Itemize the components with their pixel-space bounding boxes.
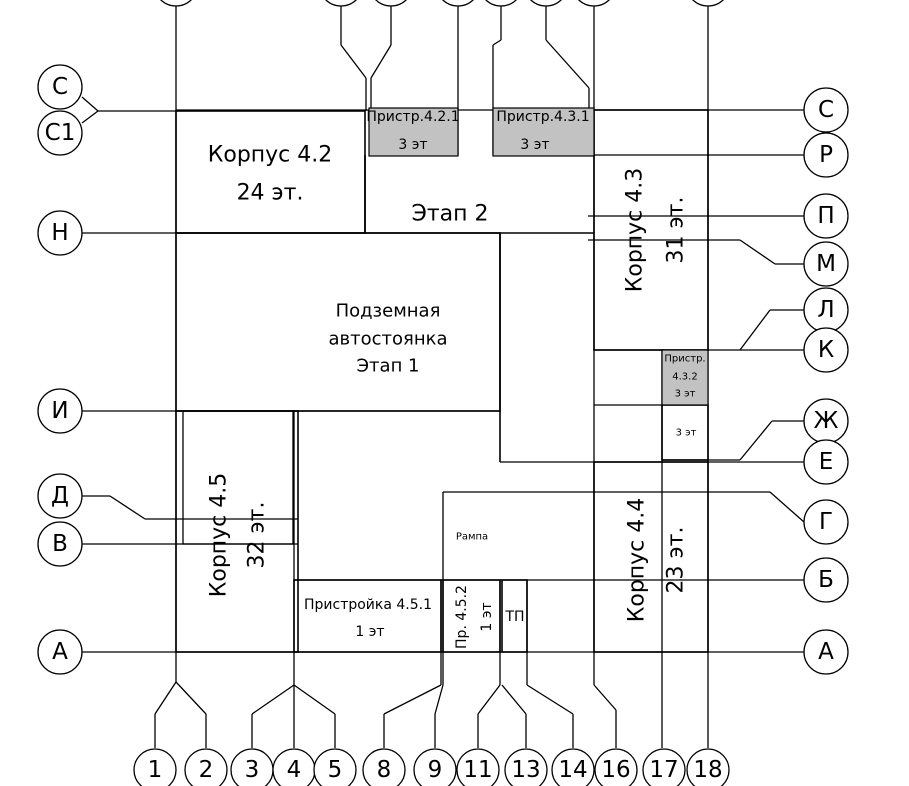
pristr-4-2-1-name: Пристр.4.2.1 xyxy=(366,109,459,125)
pristr-4-3-2-fill xyxy=(661,349,709,406)
korpus-4-3-name: Корпус 4.3 xyxy=(623,168,648,293)
left-axis-bubbles: С С1 Н И Д В А xyxy=(37,64,83,675)
pristr-4-3-1-fill xyxy=(492,107,595,157)
bottom-axis-label: 14 xyxy=(558,757,587,783)
tp-outline xyxy=(501,579,528,653)
bottom-axis-label: 1 xyxy=(148,757,163,783)
right-axis-label: К xyxy=(818,337,834,363)
right-axis-label: Р xyxy=(819,142,833,168)
pristroyka-4-5-1-floors: 1 эт xyxy=(355,624,384,640)
korpus-4-4-outline xyxy=(593,461,709,653)
pristr-4-3-1-floors: 3 эт xyxy=(520,137,549,153)
left-axis-label: С1 xyxy=(45,120,76,146)
korpus-4-2-floors: 24 эт. xyxy=(237,181,304,206)
right-axis-label: С xyxy=(818,97,834,123)
pristr-4-3-2-line-1: Пристр. xyxy=(664,354,705,365)
left-axis-label: В xyxy=(52,531,68,557)
pristr-4-3-2-line-2: 4.3.2 xyxy=(672,372,697,383)
parking-line-2: автостоянка xyxy=(328,329,447,350)
bottom-axis-label: 17 xyxy=(649,757,678,783)
korpus-4-4-name: Корпус 4.4 xyxy=(625,498,650,623)
right-axis-label: Е xyxy=(819,449,834,475)
right-axis-bubbles: С Р П М Л К Ж Е Г Б А xyxy=(803,87,849,675)
pristr-4-2-1-floors: 3 эт xyxy=(398,137,427,153)
rampa-label: Рампа xyxy=(456,532,488,543)
right-axis-label: А xyxy=(818,639,834,665)
left-axis-label: С xyxy=(52,74,68,100)
left-axis-label: Д xyxy=(51,483,69,509)
left-axis-label: И xyxy=(51,398,68,424)
pristroyka-4-5-1-outline xyxy=(293,579,442,653)
pristr-4-3-1-name: Пристр.4.3.1 xyxy=(496,109,589,125)
tp-label: ТП xyxy=(504,609,524,625)
left-axis-label: Н xyxy=(51,220,68,246)
annexes xyxy=(368,107,709,406)
bottom-axis-bubbles: 1 2 3 4 5 8 9 11 13 14 16 17 18 xyxy=(133,748,730,786)
bottom-axis-label: 4 xyxy=(287,757,302,783)
korpus-4-2-outline xyxy=(175,110,366,234)
korpus-4-5-outline xyxy=(175,410,299,653)
parking-outline xyxy=(175,232,501,412)
korpus-4-3-floors: 31 эт. xyxy=(664,197,689,264)
bottom-axis-label: 3 xyxy=(245,757,260,783)
bottom-axis-label: 16 xyxy=(601,757,630,783)
bottom-axis-label: 5 xyxy=(328,757,343,783)
bottom-axis-label: 18 xyxy=(693,757,722,783)
bottom-axis-label: 11 xyxy=(463,757,492,783)
bottom-axis-label: 13 xyxy=(511,757,540,783)
right-axis-label: П xyxy=(817,203,834,229)
pr-4-5-2-floors: 1 эт xyxy=(479,602,495,631)
buildings xyxy=(175,109,709,653)
right-axis-label: Б xyxy=(818,567,834,593)
small-3et-label: 3 эт xyxy=(676,428,697,439)
korpus-4-2-name: Корпус 4.2 xyxy=(208,143,333,168)
top-axis-bubbles: 1 3 4 10 12 13 16 18 xyxy=(159,0,725,7)
korpus-4-5-floors: 32 эт. xyxy=(245,502,270,569)
parking-line-3: Этап 1 xyxy=(356,356,419,377)
pr-4-5-2-outline xyxy=(442,579,501,653)
bottom-axis-label: 8 xyxy=(377,757,392,783)
korpus-4-4-floors: 23 эт. xyxy=(664,527,689,594)
korpus-4-5-name: Корпус 4.5 xyxy=(207,473,232,598)
pristroyka-4-5-1-name: Пристройка 4.5.1 xyxy=(304,597,432,613)
bottom-axis-label: 9 xyxy=(428,757,443,783)
right-axis-label: Г xyxy=(819,509,833,535)
building-labels: Корпус 4.2 24 эт. Пристр.4.2.1 3 эт Прис… xyxy=(207,109,706,649)
right-axis-label: М xyxy=(816,251,836,277)
etap-2-label: Этап 2 xyxy=(411,202,488,227)
pristr-4-2-1-fill xyxy=(368,107,459,157)
bottom-axis-label: 2 xyxy=(199,757,214,783)
pristr-4-3-2-line-3: 3 эт xyxy=(675,389,696,400)
left-axis-label: А xyxy=(52,639,68,665)
right-axis-label: Л xyxy=(817,297,834,323)
parking-line-1: Подземная xyxy=(336,301,441,322)
pr-4-5-2-name: Пр. 4.5.2 xyxy=(454,585,470,649)
right-axis-label: Ж xyxy=(814,408,839,434)
korpus-4-3-outline xyxy=(593,109,709,351)
